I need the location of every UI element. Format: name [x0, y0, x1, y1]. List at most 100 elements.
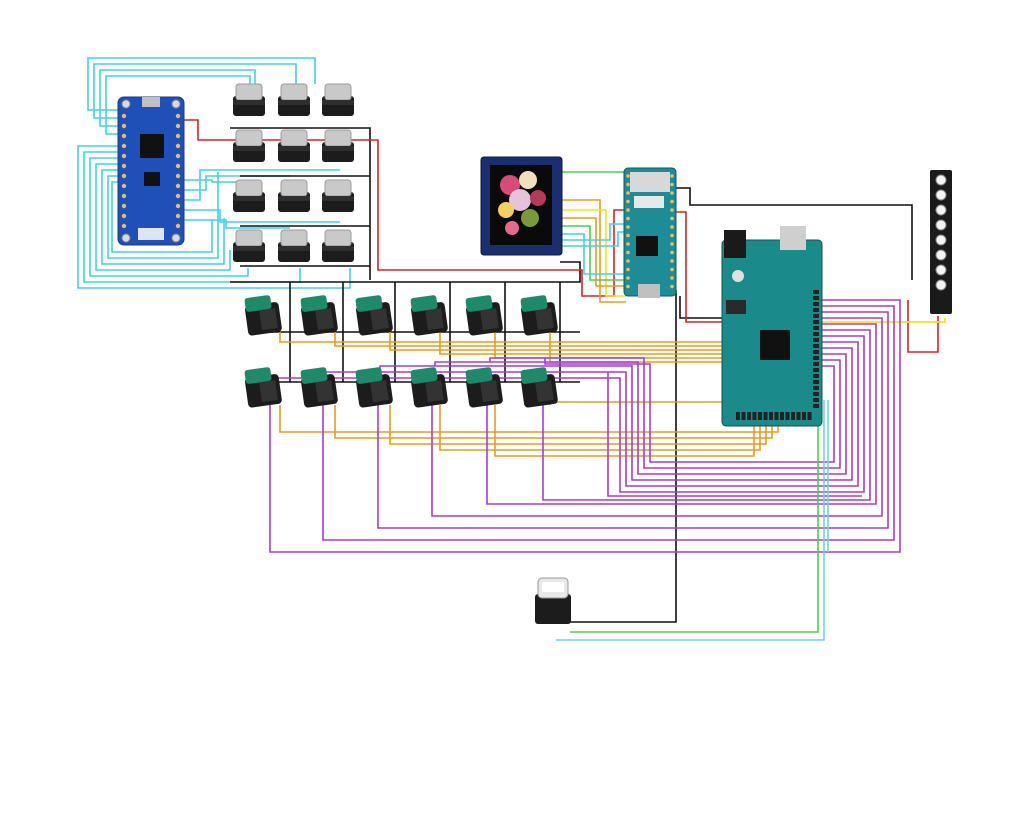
green-arcade-switch[interactable]: [300, 295, 338, 336]
pin-icon: [791, 412, 795, 420]
pin-icon: [626, 199, 630, 204]
pin-icon: [121, 193, 127, 199]
pin-icon: [175, 203, 181, 209]
pin-icon: [626, 242, 630, 246]
pin-icon: [813, 326, 819, 330]
green-arcade-switch[interactable]: [244, 367, 282, 408]
led-icon: [935, 189, 947, 201]
pin-icon: [121, 173, 127, 179]
led-icon: [935, 249, 947, 261]
pin-icon: [670, 216, 674, 221]
pin-icon: [121, 143, 127, 149]
pin-icon: [626, 267, 630, 272]
pin-icon: [626, 182, 630, 187]
gray-key-switch[interactable]: [278, 179, 310, 212]
green-arcade-switch[interactable]: [300, 367, 338, 408]
gray-key-switch[interactable]: [322, 229, 354, 262]
pin-icon: [813, 290, 819, 294]
gray-key-switch[interactable]: [322, 83, 354, 116]
gray-key-switch[interactable]: [233, 179, 265, 212]
green-arcade-switch[interactable]: [410, 295, 448, 336]
pin-icon: [813, 302, 819, 306]
pin-icon: [813, 386, 819, 390]
led-icon: [935, 174, 947, 186]
large-push-button[interactable]: [535, 577, 571, 624]
green-arcade-switch[interactable]: [244, 295, 282, 336]
pin-icon: [670, 284, 674, 289]
usb-connector-icon: [142, 97, 160, 107]
pin-icon: [626, 174, 630, 178]
gray-key-switch[interactable]: [233, 229, 265, 262]
pin-icon: [741, 412, 746, 420]
red-wires: [184, 119, 939, 353]
gray-key-switch[interactable]: [278, 129, 310, 162]
green-arcade-switch[interactable]: [355, 367, 393, 408]
pin-icon: [807, 412, 812, 420]
pin-icon: [813, 344, 819, 348]
green-arcade-switch[interactable]: [410, 367, 448, 408]
pin-icon: [813, 404, 819, 408]
pin-icon: [670, 242, 674, 246]
pin-header: [626, 174, 674, 289]
pin-icon: [813, 296, 819, 300]
pin-icon: [121, 153, 127, 159]
green-arcade-switch[interactable]: [465, 367, 503, 408]
pin-icon: [626, 250, 630, 255]
led-icon: [935, 234, 947, 246]
pin-icon: [774, 412, 779, 420]
green-arcade-switch[interactable]: [465, 295, 503, 336]
pin-icon: [175, 133, 181, 139]
pin-icon: [813, 362, 819, 366]
pin-icon: [121, 163, 127, 169]
gray-key-switch[interactable]: [233, 129, 265, 162]
gray-key-switch[interactable]: [322, 129, 354, 162]
pin-icon: [626, 208, 630, 212]
green-arcade-switch[interactable]: [520, 367, 558, 408]
pin-icon: [785, 412, 790, 420]
pin-icon: [813, 398, 819, 402]
gray-key-switch-grid: [233, 83, 354, 262]
pin-icon: [626, 225, 630, 229]
pin-icon: [121, 203, 127, 209]
pin-icon: [670, 276, 674, 280]
pin-icon: [121, 133, 127, 139]
gray-key-switch[interactable]: [278, 229, 310, 262]
pin-icon: [780, 412, 784, 420]
pin-icon: [813, 314, 819, 318]
led-strip: [930, 170, 952, 314]
green-arcade-switch[interactable]: [520, 295, 558, 336]
pin-icon: [670, 259, 674, 263]
gray-key-switch[interactable]: [233, 83, 265, 116]
pin-icon: [175, 163, 181, 169]
led-icon: [935, 219, 947, 231]
pin-icon: [752, 412, 757, 420]
gray-key-switch[interactable]: [278, 83, 310, 116]
pin-icon: [813, 320, 819, 324]
pin-icon: [769, 412, 773, 420]
pin-icon: [175, 223, 181, 229]
pin-icon: [813, 392, 819, 396]
pin-icon: [626, 191, 630, 195]
pin-icon: [796, 412, 801, 420]
pin-icon: [626, 276, 630, 280]
pin-icon: [670, 208, 674, 212]
pin-icon: [121, 113, 127, 119]
led-icon: [935, 264, 947, 276]
mega-board: [721, 226, 823, 427]
pin-icon: [813, 356, 819, 360]
pin-icon: [121, 183, 127, 189]
pin-icon: [736, 412, 740, 420]
usb-connector-icon: [638, 284, 660, 298]
pin-icon: [670, 199, 674, 204]
pin-icon: [175, 183, 181, 189]
display-nano-wires: [562, 171, 626, 303]
pin-icon: [813, 368, 819, 372]
led-icon: [935, 279, 947, 291]
pin-icon: [175, 173, 181, 179]
gray-key-switch[interactable]: [322, 179, 354, 212]
pin-icon: [670, 191, 674, 195]
tft-display: [480, 156, 563, 256]
pin-header: [121, 113, 181, 229]
green-arcade-switch[interactable]: [355, 295, 393, 336]
